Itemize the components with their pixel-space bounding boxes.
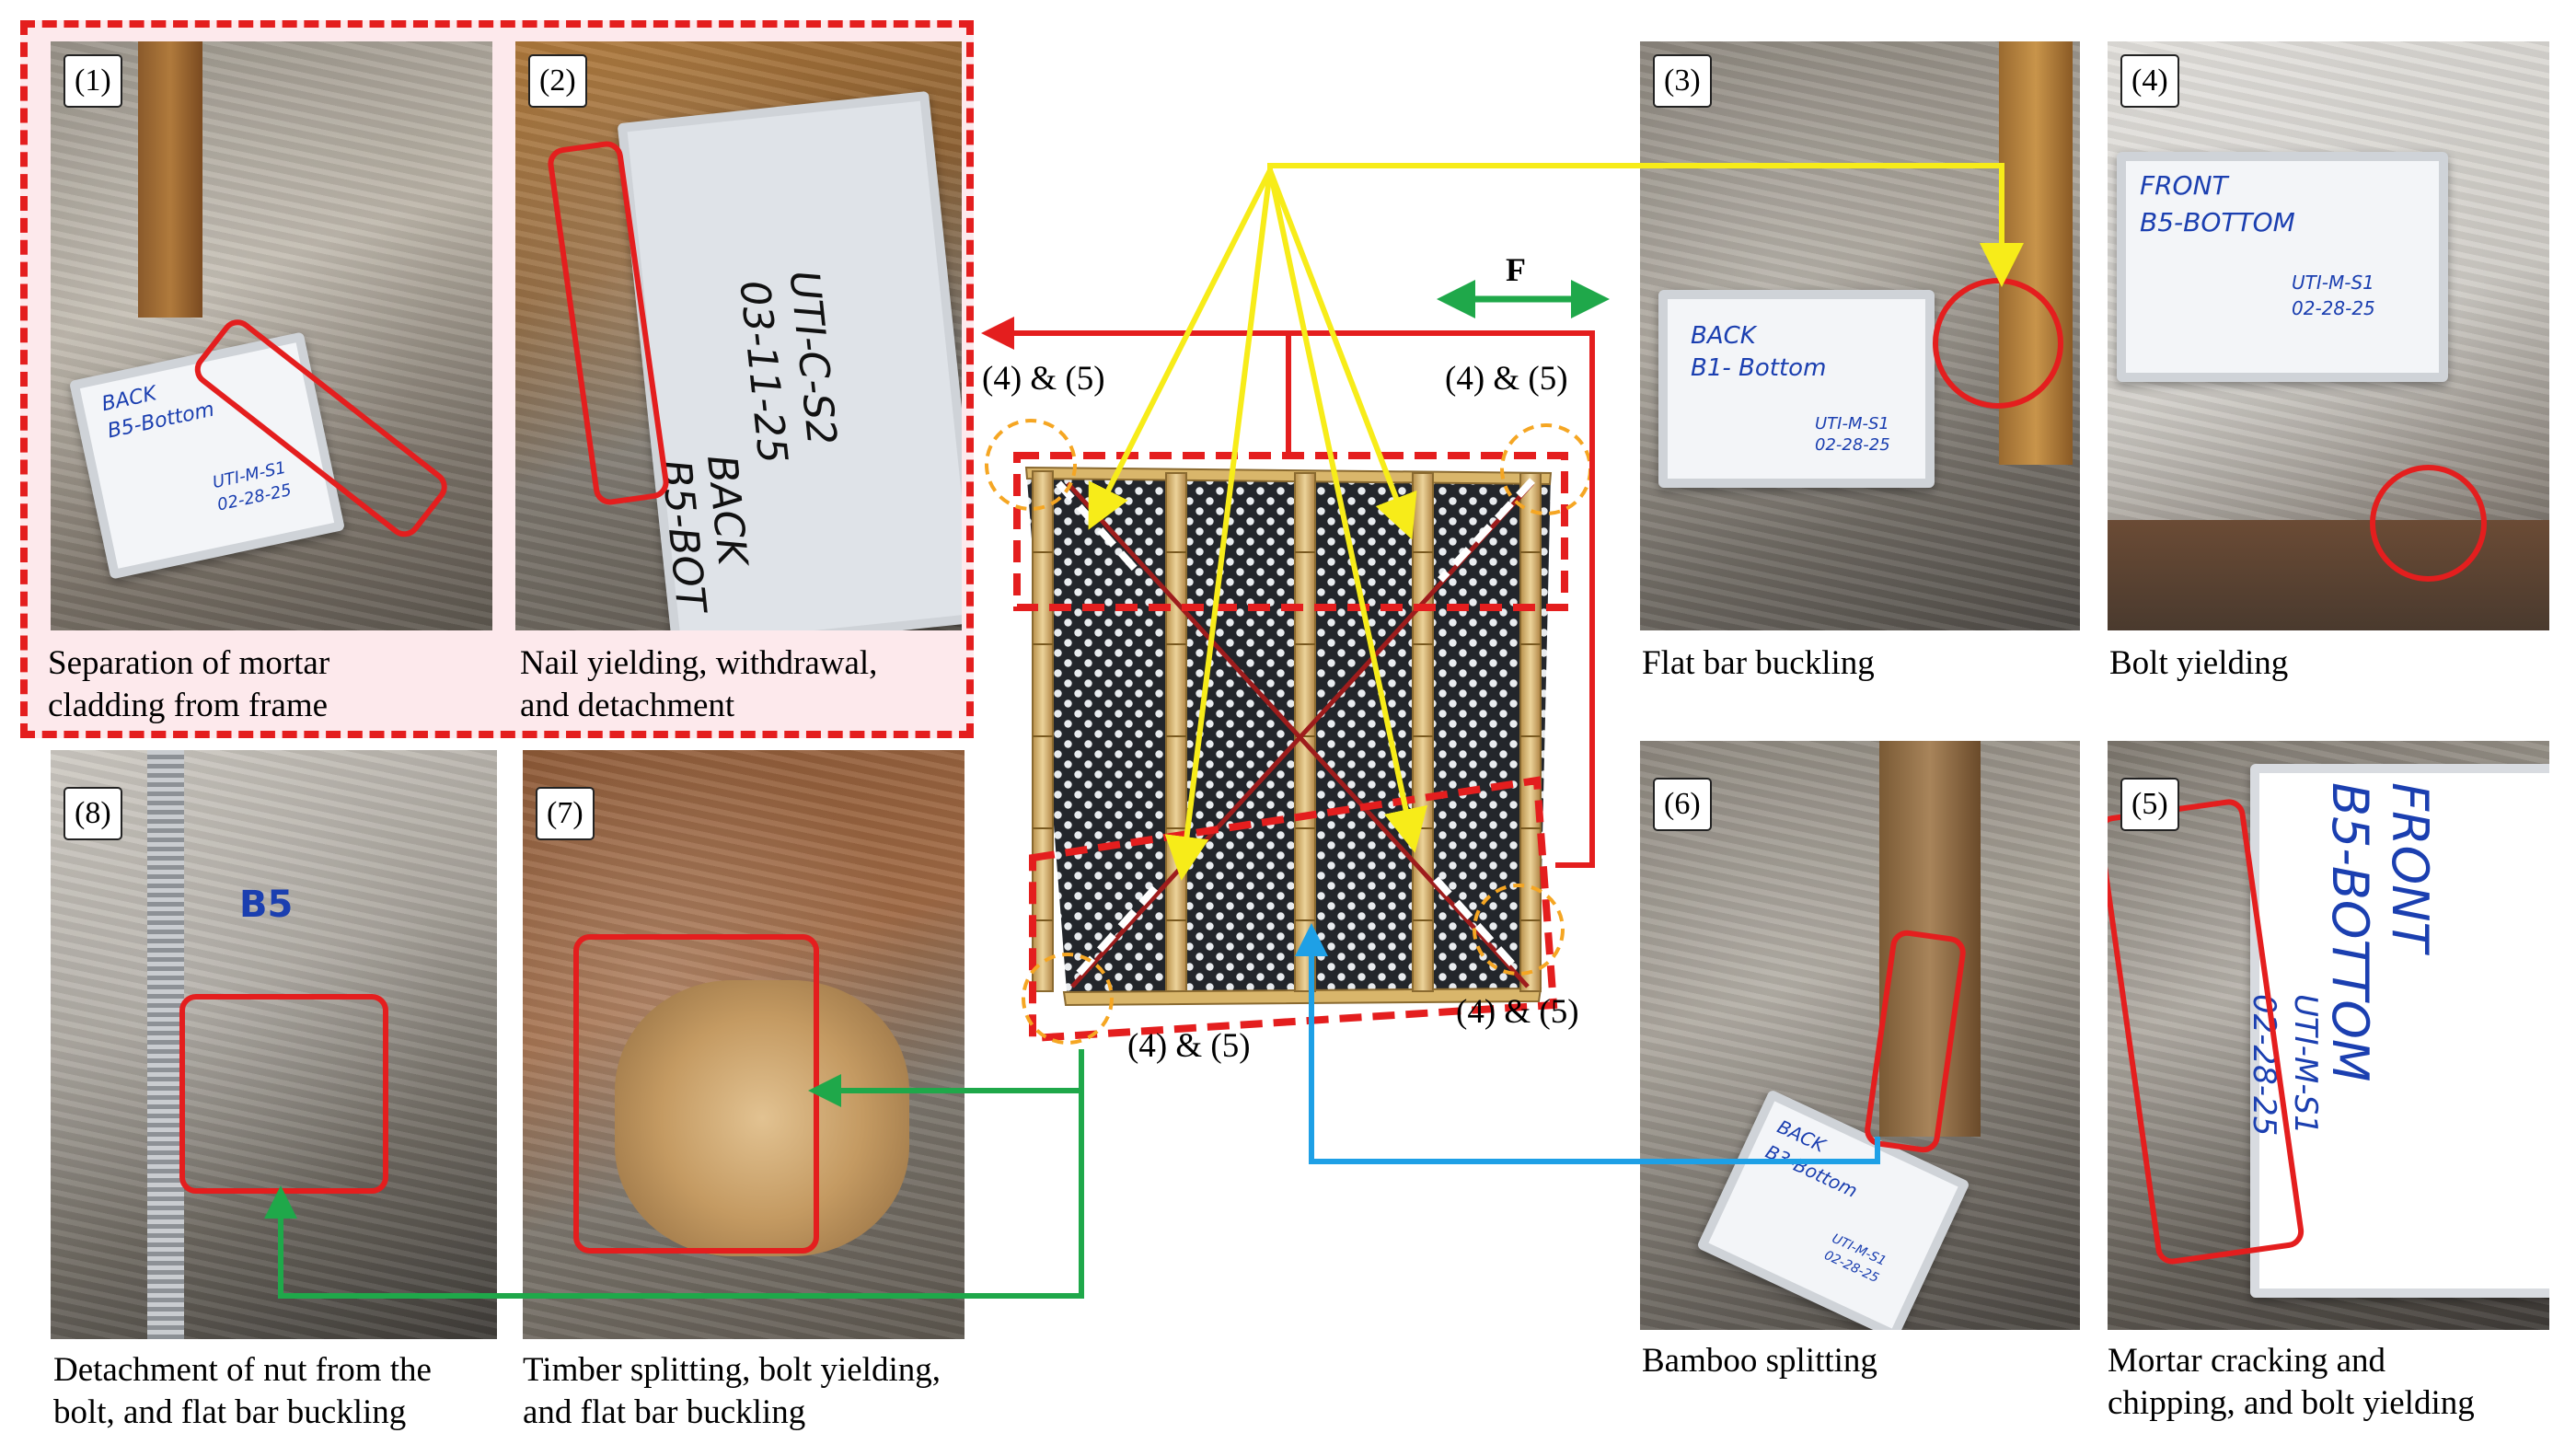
caption-8-line2: bolt, and flat bar buckling bbox=[53, 1393, 407, 1431]
board-text: FRONT bbox=[2381, 782, 2439, 953]
damage-highlight bbox=[573, 934, 819, 1254]
caption-1-line2: cladding from frame bbox=[48, 687, 329, 724]
photo-label: (3) bbox=[1653, 54, 1712, 108]
corner-label-br: (4) & (5) bbox=[1456, 993, 1579, 1031]
corner-circle-br bbox=[1473, 884, 1565, 976]
caption-7-line2: and flat bar buckling bbox=[523, 1393, 806, 1431]
threaded-rod bbox=[147, 750, 184, 1339]
photo-label: (7) bbox=[536, 787, 595, 840]
board-text: B5 bbox=[239, 884, 294, 926]
board-text: FRONT bbox=[2140, 170, 2228, 201]
board-text: 02-28-25 bbox=[2292, 297, 2375, 319]
caption-2-line2: and detachment bbox=[520, 687, 735, 724]
corner-circle-tr bbox=[1500, 423, 1592, 515]
board-text: 02-28-25 bbox=[1815, 435, 1890, 455]
board-text: B5-BOTTOM bbox=[2321, 782, 2379, 1082]
board-text: B1- Bottom bbox=[1691, 354, 1827, 382]
whiteboard: FRONT B5-BOTTOM UTI-M-S1 02-28-25 bbox=[2246, 764, 2549, 1298]
damage-highlight bbox=[179, 994, 388, 1194]
corner-circle-tl bbox=[985, 419, 1077, 511]
photo-7: (7) bbox=[523, 750, 965, 1339]
photo-label: (1) bbox=[64, 54, 122, 108]
caption-5-line1: Mortar cracking and bbox=[2108, 1342, 2386, 1380]
photo-1: BACK B5-Bottom UTI-M-S1 02-28-25 (1) bbox=[51, 41, 492, 630]
caption-4: Bolt yielding bbox=[2109, 644, 2289, 682]
corner-label-tl: (4) & (5) bbox=[982, 360, 1105, 398]
top-region-box bbox=[1013, 452, 1568, 611]
board-text: UTI-M-S1 bbox=[2287, 994, 2324, 1135]
caption-6: Bamboo splitting bbox=[1642, 1342, 1877, 1380]
caption-2-line1: Nail yielding, withdrawal, bbox=[520, 644, 878, 682]
damage-highlight bbox=[2370, 465, 2487, 582]
photo-8: B5 (8) bbox=[51, 750, 497, 1339]
bamboo-post bbox=[138, 41, 202, 318]
damage-highlight bbox=[1933, 278, 2063, 409]
board-text: B5-BOTTOM bbox=[2140, 207, 2295, 237]
photo-3: BACK B1- Bottom UTI-M-S1 02-28-25 (3) bbox=[1640, 41, 2080, 630]
board-text: UTI-M-S1 bbox=[1815, 414, 1889, 433]
whiteboard: FRONT B5-BOTTOM UTI-M-S1 02-28-25 bbox=[2117, 152, 2448, 382]
photo-6: BACK B3-Bottom UTI-M-S1 02-28-25 (6) bbox=[1640, 741, 2080, 1330]
corner-label-tr: (4) & (5) bbox=[1445, 360, 1568, 398]
wall-panel bbox=[1024, 466, 1553, 1007]
red-connector bbox=[1286, 330, 1595, 868]
caption-8-line1: Detachment of nut from the bbox=[53, 1351, 432, 1389]
whiteboard: BACK B1- Bottom UTI-M-S1 02-28-25 bbox=[1658, 290, 1935, 488]
group-highlight-border bbox=[20, 20, 974, 738]
caption-7-line1: Timber splitting, bolt yielding, bbox=[523, 1351, 941, 1389]
board-text: UTI-M-S1 bbox=[2292, 272, 2374, 294]
caption-3: Flat bar buckling bbox=[1642, 644, 1875, 682]
photo-2: UTI-C-S2 03-11-25 BACK B5-BOT (2) bbox=[515, 41, 962, 630]
photo-label: (2) bbox=[528, 54, 587, 108]
caption-5-line2: chipping, and bolt yielding bbox=[2108, 1384, 2475, 1422]
photo-label: (8) bbox=[64, 787, 122, 840]
board-text: BACK bbox=[1691, 322, 1756, 350]
corner-label-bl: (4) & (5) bbox=[1127, 1027, 1251, 1065]
corner-circle-bl bbox=[1022, 953, 1114, 1045]
caption-1-line1: Separation of mortar bbox=[48, 644, 330, 682]
force-label: F bbox=[1506, 251, 1526, 288]
photo-5: FRONT B5-BOTTOM UTI-M-S1 02-28-25 (5) bbox=[2108, 741, 2549, 1330]
photo-label: (5) bbox=[2120, 778, 2179, 831]
photo-label: (6) bbox=[1653, 778, 1712, 831]
photo-label: (4) bbox=[2120, 54, 2179, 108]
photo-4: FRONT B5-BOTTOM UTI-M-S1 02-28-25 (4) bbox=[2108, 41, 2549, 630]
bamboo-post bbox=[1879, 741, 1981, 1137]
